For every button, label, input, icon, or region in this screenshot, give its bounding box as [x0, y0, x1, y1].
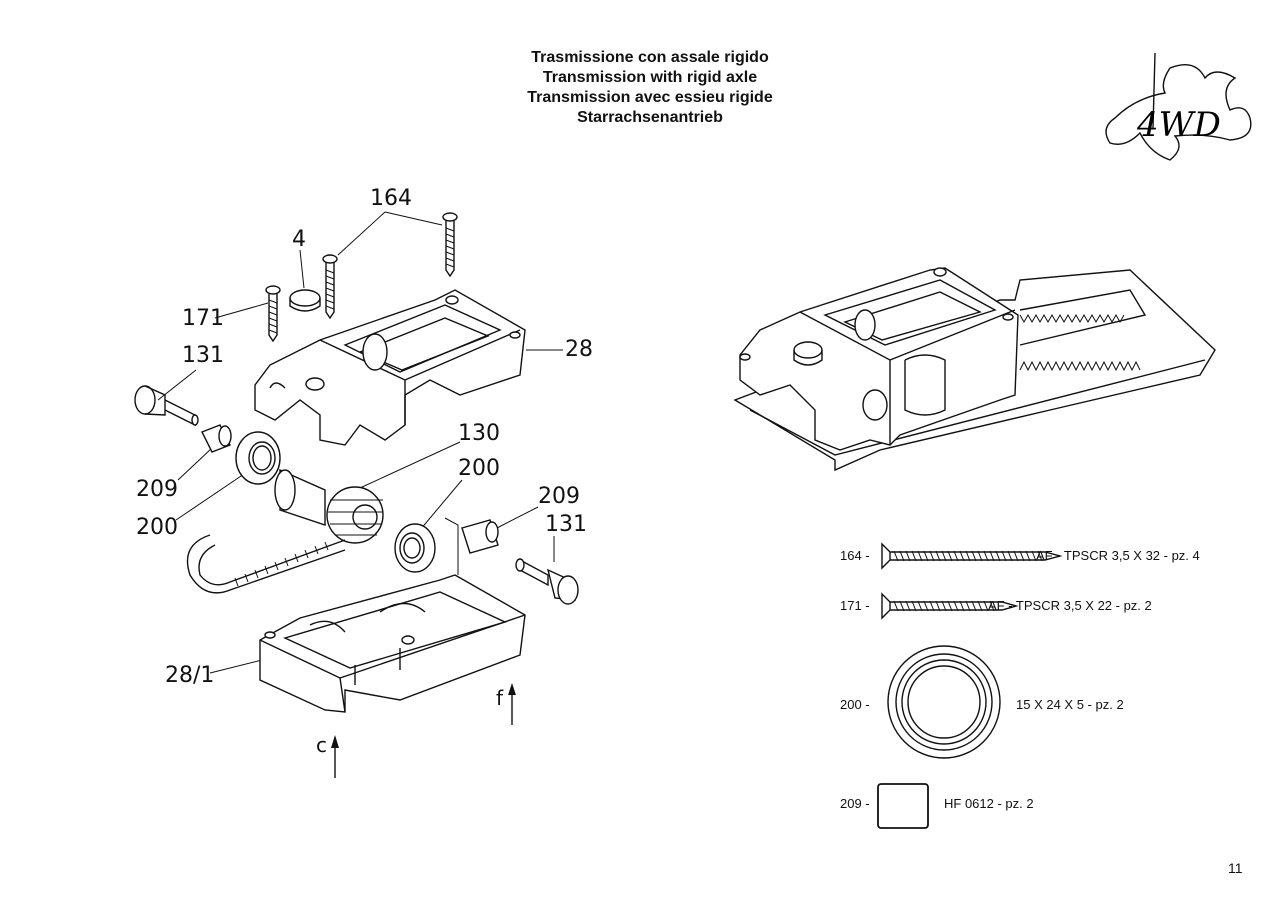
title-block: Trasmissione con assale rigido Transmiss… [440, 48, 860, 128]
callout-164: 164 [370, 186, 412, 211]
part-code-200: 200 - [840, 697, 870, 712]
bearing-icon-200 [887, 645, 1001, 759]
screw-icon-171 [881, 592, 1019, 620]
bushing-209-right [444, 517, 499, 575]
page-number: 11 [1228, 860, 1243, 876]
arrow-f [508, 683, 516, 725]
title-english: Transmission with rigid axle [542, 69, 758, 86]
bushing-icon-209 [877, 783, 929, 829]
callout-131-top: 131 [182, 343, 224, 368]
callout-131-bottom: 131 [545, 512, 587, 537]
part-code-209: 209 - [840, 796, 870, 811]
part-desc-209: HF 0612 - pz. 2 [944, 796, 1034, 811]
drive-belt [186, 534, 346, 594]
screw-164-b [322, 254, 338, 320]
plug-4 [289, 289, 321, 312]
bearing-200-left [235, 431, 281, 485]
lower-housing-28-1 [259, 574, 526, 713]
callout-c: c [316, 733, 327, 757]
screw-164-a [442, 212, 458, 278]
callout-209-left: 209 [136, 477, 178, 502]
logo-outline [1105, 64, 1252, 161]
part-desc-171: AF - TPSCR 3,5 X 22 - pz. 2 [988, 598, 1152, 613]
callout-209-right: 209 [538, 484, 580, 509]
part-row-209: 209 - HF 0612 - pz. 2 [840, 780, 1240, 832]
screw-icon-164 [881, 542, 1063, 570]
assembled-view [733, 267, 1216, 472]
axle-131-bottom [515, 558, 579, 605]
upper-housing-28 [254, 289, 526, 446]
callout-28-1: 28/1 [165, 663, 214, 688]
callout-200-left: 200 [136, 515, 178, 540]
bearing-200-right [394, 523, 436, 573]
part-desc-200: 15 X 24 X 5 - pz. 2 [1016, 697, 1124, 712]
gear-shaft-130 [274, 468, 384, 544]
logo-4wd: 4WD [1105, 52, 1252, 161]
callout-171: 171 [182, 306, 224, 331]
screw-171 [265, 285, 281, 343]
callout-4: 4 [292, 227, 306, 252]
callout-200-right: 200 [458, 456, 500, 481]
arrow-c [331, 735, 339, 778]
part-row-164: 164 - AF - TPSCR 3,5 X 32 - pz. 4 [840, 540, 1240, 570]
callout-28: 28 [565, 337, 593, 362]
part-code-171: 171 - [840, 598, 870, 613]
part-row-171: 171 - AF - TPSCR 3,5 X 22 - pz. 2 [840, 591, 1240, 621]
bushing-209-left [201, 424, 232, 453]
part-row-200: 200 - 15 X 24 X 5 - pz. 2 [840, 643, 1240, 761]
logo-text: 4WD [1136, 105, 1221, 145]
part-code-164: 164 - [840, 548, 870, 563]
part-desc-164: AF - TPSCR 3,5 X 32 - pz. 4 [1036, 548, 1200, 563]
title-french: Transmission avec essieu rigide [527, 89, 773, 106]
callout-130: 130 [458, 421, 500, 446]
callout-f: f [496, 686, 504, 710]
leader-lines [157, 211, 563, 674]
title-german: Starrachsenantrieb [577, 109, 723, 126]
title-italian: Trasmissione con assale rigido [531, 49, 769, 66]
axle-131-top [134, 385, 199, 427]
